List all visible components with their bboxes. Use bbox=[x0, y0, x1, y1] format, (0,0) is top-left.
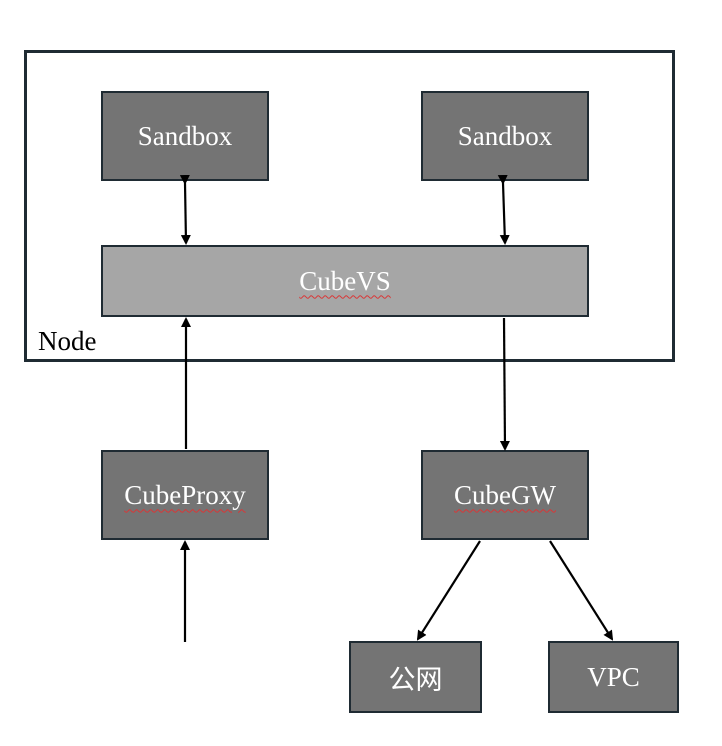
node-container bbox=[24, 50, 675, 362]
cubegw-box: CubeGW bbox=[421, 450, 589, 540]
gongwang-box: 公网 bbox=[349, 641, 482, 713]
vpc-label: VPC bbox=[587, 661, 640, 692]
sandbox-left-box: Sandbox bbox=[101, 91, 269, 181]
cubeproxy-label: CubeProxy bbox=[124, 479, 246, 510]
sandbox-right-label: Sandbox bbox=[457, 120, 553, 151]
vpc-box: VPC bbox=[548, 641, 679, 713]
cubeproxy-box: CubeProxy bbox=[101, 450, 269, 540]
edge-cubegw-gongwang bbox=[416, 540, 481, 641]
edge-cubegw-vpc bbox=[549, 540, 614, 641]
sandbox-left-label: Sandbox bbox=[137, 120, 233, 151]
cubevs-box: CubeVS bbox=[101, 245, 589, 317]
cubevs-label: CubeVS bbox=[299, 265, 391, 296]
node-label: Node bbox=[38, 326, 97, 356]
cubegw-label: CubeGW bbox=[454, 479, 556, 510]
gongwang-label: 公网 bbox=[388, 664, 443, 695]
sandbox-right-box: Sandbox bbox=[421, 91, 589, 181]
